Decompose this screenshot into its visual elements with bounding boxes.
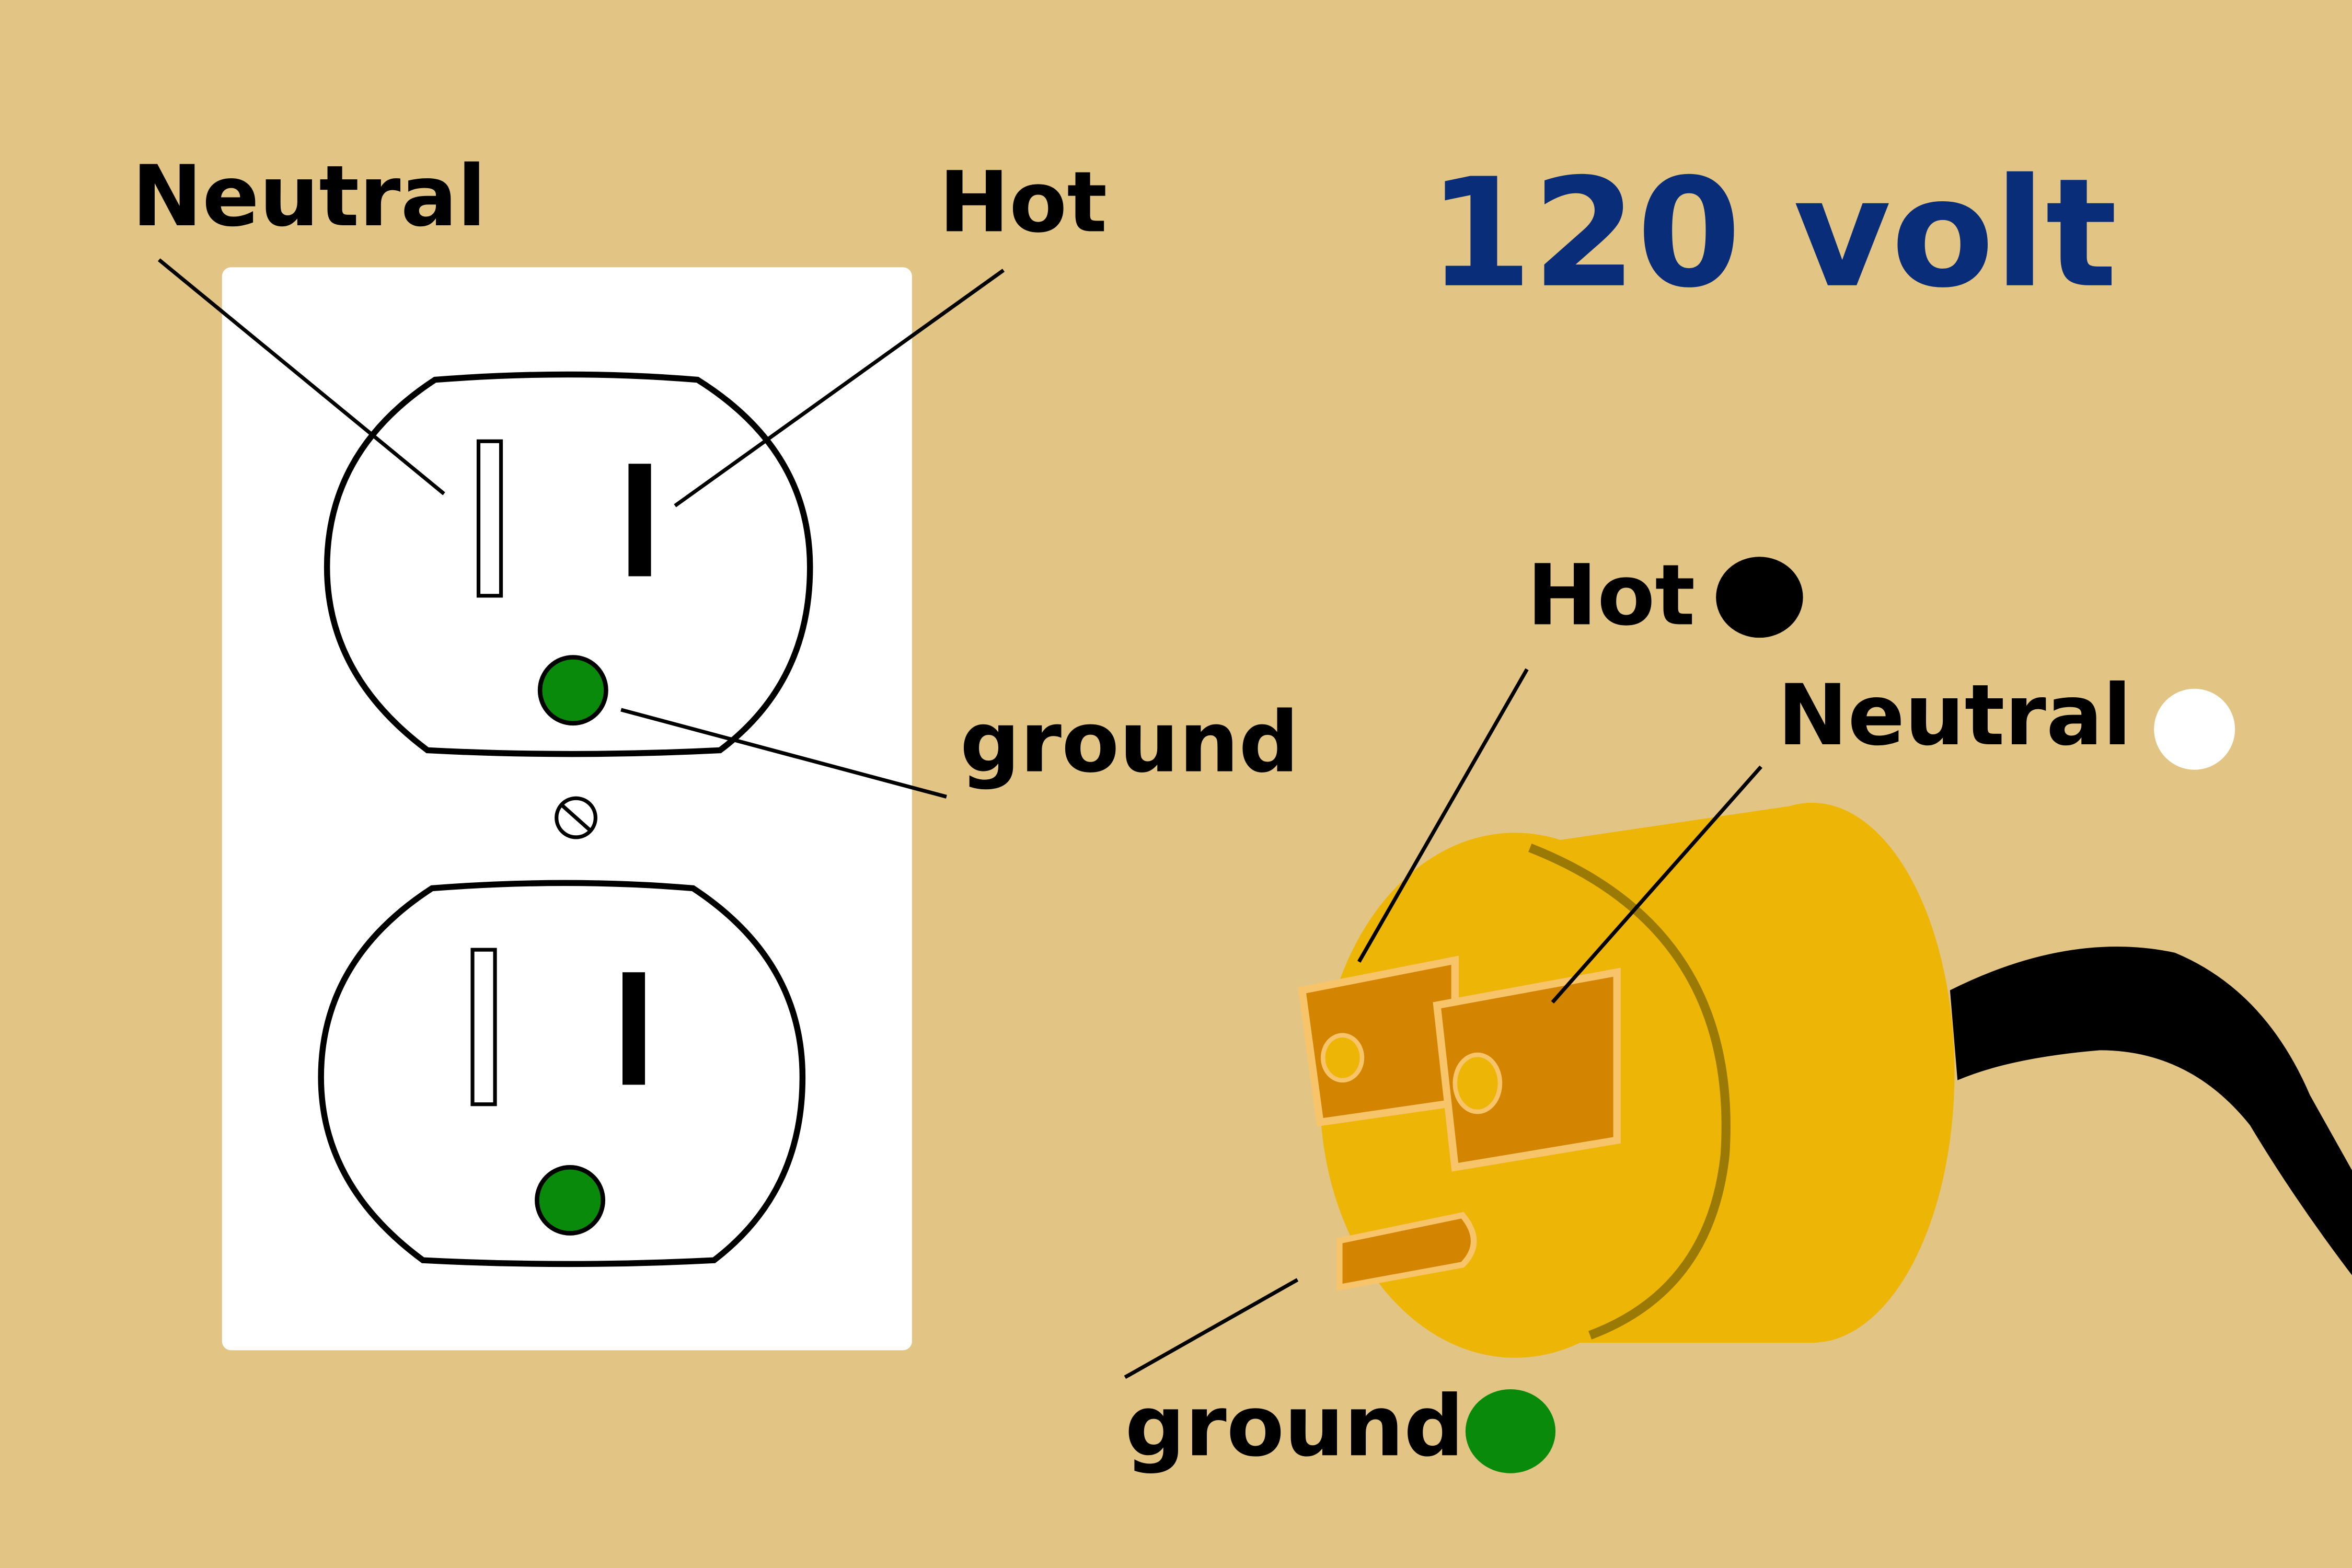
hot-prong xyxy=(1298,955,1459,1127)
plug-ground-leader xyxy=(1124,1278,1299,1379)
plug-hot-leader xyxy=(1357,668,1529,963)
plug-hot-label: Hot xyxy=(1527,546,1696,644)
plug-ground-label: ground xyxy=(1125,1377,1464,1475)
plug-neutral-label: Neutral xyxy=(1778,666,2132,764)
power-cord xyxy=(1950,947,2352,1275)
outlet-ground-leader xyxy=(620,708,947,799)
title: 120 volt xyxy=(1428,146,2117,321)
neutral-color-dot xyxy=(2154,688,2235,770)
outlet-hot-leader xyxy=(674,269,1005,508)
neutral-prong xyxy=(1433,967,1621,1172)
outlet-neutral-leader xyxy=(157,258,445,495)
receptacle-top xyxy=(324,371,813,757)
screw-icon xyxy=(555,796,597,839)
receptacle-bottom xyxy=(318,880,806,1267)
outlet-neutral-label: Neutral xyxy=(132,147,487,245)
hot-slot xyxy=(628,464,651,577)
outlet-hot-label: Hot xyxy=(939,153,1108,251)
ground-hole xyxy=(537,655,608,726)
plug-ridge xyxy=(1528,843,1731,1340)
neutral-slot xyxy=(470,948,497,1106)
hot-slot xyxy=(622,972,645,1085)
ground-color-dot xyxy=(1465,1389,1556,1473)
duplex-outlet xyxy=(222,267,912,1351)
plug-neutral-leader xyxy=(1551,765,1762,1004)
hot-color-dot xyxy=(1716,557,1803,638)
ground-hole xyxy=(535,1165,606,1236)
plug xyxy=(1298,802,2352,1358)
neutral-slot xyxy=(476,439,503,598)
outlet-ground-label: ground xyxy=(960,694,1299,791)
ground-prong xyxy=(1336,1212,1477,1291)
